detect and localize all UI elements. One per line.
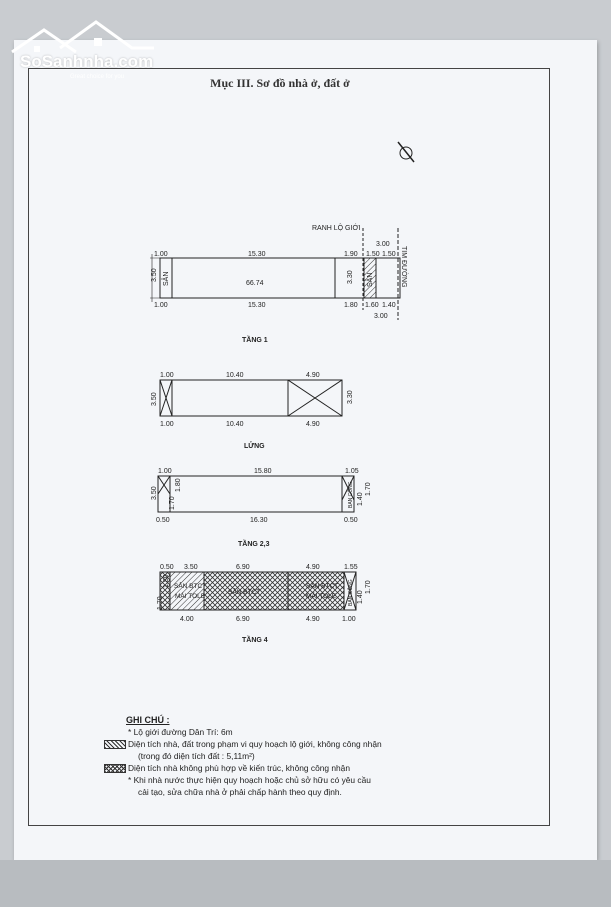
f23-bottom-dim-0: 0.50 [156, 517, 170, 524]
note-item-4: * Khi nhà nước thực hiện quy hoạch hoặc … [128, 775, 371, 785]
f23-side-dim-1: 1.70 [169, 496, 176, 510]
mezzanine-plan [159, 379, 343, 417]
f4-top-dim-3: 4.90 [306, 564, 320, 571]
f23-top-dim-1: 15.80 [254, 468, 272, 475]
mezz-top-dim-0: 1.00 [160, 372, 174, 379]
f4-label-2: SÂN BTCT [228, 587, 260, 596]
road-boundary-label: RANH LỘ GIỚI [312, 223, 360, 232]
f4-label-1: MÁI TOLE [175, 591, 206, 600]
f23-bottom-dim-1: 16.30 [250, 517, 268, 524]
mezz-top-dim-1: 10.40 [226, 372, 244, 379]
document-frame [28, 68, 550, 826]
f4-label-5: BAN CÔNG [347, 579, 354, 606]
floor-1-title: TẦNG 1 [242, 334, 268, 344]
f23-top-dim-0: 1.00 [158, 468, 172, 475]
note-item-3: Diện tích nhà không phù hợp về kiến trúc… [104, 762, 524, 774]
f1-side-dim-0: 3.50 [151, 268, 158, 282]
f4-side-dim-1: 1.70 [157, 596, 164, 610]
mezz-side-dim-1: 3.30 [347, 390, 354, 404]
f4-side-dim-2: 1.70 [365, 580, 372, 594]
f1-bottom-dim-3: 1.60 [365, 302, 379, 309]
f1-area-label: 66.74 [246, 280, 264, 287]
f4-top-dim-2: 6.90 [236, 564, 250, 571]
watermark-logo: SoSanhnha.com Great choice for you [4, 12, 164, 82]
f23-balcony-label: BAN CÔNG [347, 481, 354, 508]
notes-title: GHI CHÚ : [126, 715, 170, 725]
note-item-2: (trong đó diện tích đất : 5,11m²) [138, 751, 255, 761]
f4-label-4: MÁI TOLE [306, 591, 337, 600]
floor-2-3-plan [157, 475, 355, 513]
f4-top-dim-4: 1.55 [344, 564, 358, 571]
road-center-label: TIM ĐƯỜNG [400, 246, 409, 288]
note-item-3-text: Diện tích nhà không phù hợp về kiến trúc… [128, 763, 350, 773]
f1-top-dim-1: 1.50 [366, 251, 380, 258]
logo-tagline: Great choice for you [70, 74, 125, 80]
notes-section: GHI CHÚ : * Lộ giới đường Dân Trí: 6m Di… [104, 714, 524, 798]
f1-bottom-dim-2: 1.80 [344, 302, 358, 309]
f4-top-dim-0: 0.50 [160, 564, 174, 571]
document-paper [14, 40, 597, 860]
note-item-1-text: Diện tích nhà, đất trong phạm vi quy hoạ… [128, 739, 382, 749]
floor-2-3-title: TẦNG 2,3 [238, 538, 270, 548]
floor-1-plan [150, 228, 401, 320]
f4-crosshatched-area-right [287, 571, 345, 611]
f23-bottom-dim-2: 0.50 [344, 517, 358, 524]
f1-bottom-dim-5: 3.00 [374, 313, 388, 320]
f4-bottom-dim-3: 1.00 [342, 616, 356, 623]
crosshatch-legend-icon [104, 764, 126, 773]
f1-top-dim-2: 1.50 [382, 251, 396, 258]
f4-top-dim-1: 3.50 [184, 564, 198, 571]
f4-label-0: SÂN BTCT [174, 581, 206, 590]
mezz-bottom-dim-2: 4.90 [306, 421, 320, 428]
f1-top-dim-5: 1.90 [344, 251, 358, 258]
note-item-0: * Lộ giới đường Dân Trí: 6m [128, 727, 233, 737]
house-logo-icon [11, 20, 154, 54]
mezz-bottom-dim-0: 1.00 [160, 421, 174, 428]
f4-bottom-dim-1: 6.90 [236, 616, 250, 623]
f1-bottom-dim-0: 1.00 [154, 302, 168, 309]
f23-side-dim-4: 1.40 [357, 492, 364, 506]
note-item-5: cải tạo, sửa chữa nhà ở phải chấp hành t… [138, 787, 342, 797]
f23-side-dim-0: 3.50 [151, 486, 158, 500]
page-title: Mục III. Sơ đồ nhà ở, đất ở [210, 76, 350, 90]
f4-side-dim-3: 1.40 [357, 590, 364, 604]
f1-top-dim-3: 1.00 [154, 251, 168, 258]
f23-top-dim-2: 1.05 [345, 468, 359, 475]
mezz-top-dim-2: 4.90 [306, 372, 320, 379]
f1-yard-label-right: SÂN [365, 273, 374, 287]
north-arrow-icon [397, 141, 415, 163]
f4-bottom-dim-0: 4.00 [180, 616, 194, 623]
f1-top-dim-4: 15.30 [248, 251, 266, 258]
f4-bottom-dim-2: 4.90 [306, 616, 320, 623]
f4-side-dim-0: 1.80 [163, 574, 170, 588]
f1-yard-label-left: SÂN [161, 272, 170, 286]
f23-side-dim-2: 1.80 [175, 478, 182, 492]
mezzanine-title: LỬNG [244, 441, 265, 450]
floor-4-plan [159, 571, 357, 611]
f4-label-3: SÂN BTCT [306, 581, 338, 590]
f1-bottom-dim-4: 1.40 [382, 302, 396, 309]
mezz-bottom-dim-1: 10.40 [226, 421, 244, 428]
f1-bottom-dim-1: 15.30 [248, 302, 266, 309]
f4-hatched-area [169, 571, 205, 611]
mezz-side-dim-0: 3.50 [151, 392, 158, 406]
hatch-legend-icon [104, 740, 126, 749]
floor-4-title: TẦNG 4 [242, 634, 268, 644]
logo-brand: SoSanhnha.com [20, 52, 154, 71]
f23-side-dim-3: 1.70 [365, 482, 372, 496]
f1-top-dim-0: 3.00 [376, 241, 390, 248]
f1-side-dim-1: 3.30 [347, 270, 354, 284]
background-floor [0, 860, 611, 907]
note-item-1: Diện tích nhà, đất trong phạm vi quy hoạ… [104, 738, 524, 750]
